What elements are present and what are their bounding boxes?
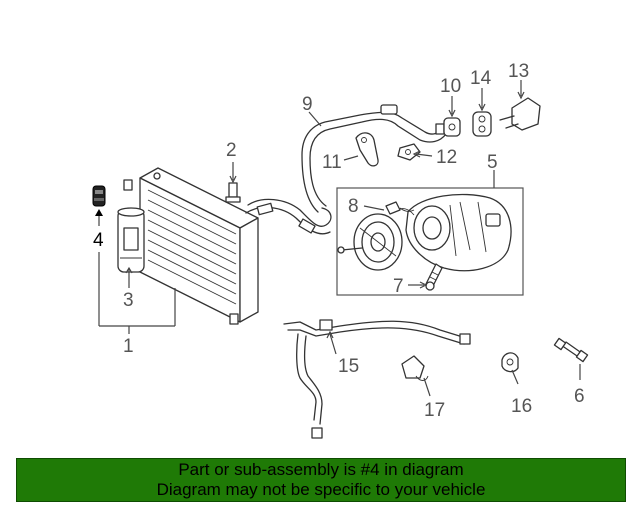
switch-part-17[interactable] [401, 355, 429, 381]
callout-7: 7 [393, 276, 404, 297]
compressor-assembly-box[interactable] [336, 187, 524, 296]
callout-5: 5 [487, 152, 498, 173]
bolt-part-2[interactable] [225, 182, 241, 203]
bolt-part-6[interactable] [553, 337, 589, 363]
callout-3: 3 [123, 290, 134, 311]
callout-10: 10 [440, 76, 461, 97]
callout-12: 12 [436, 147, 457, 168]
receiver-dryer-part[interactable] [117, 207, 145, 273]
diagram-notice-banner: Part or sub-assembly is #4 in diagram Di… [16, 458, 626, 502]
callout-9: 9 [302, 94, 313, 115]
callout-13: 13 [508, 61, 529, 82]
dryer-cap-part-highlighted[interactable] [92, 185, 106, 207]
clip-part-16[interactable] [501, 352, 519, 373]
callout-14: 14 [470, 68, 492, 89]
valve-fitting-part-13[interactable] [499, 97, 541, 131]
condenser-part[interactable] [123, 167, 259, 325]
banner-line-disclaimer: Diagram may not be specific to your vehi… [156, 480, 486, 499]
compressor-part[interactable] [337, 193, 512, 272]
callout-16: 16 [511, 396, 532, 417]
relief-valve-part[interactable] [425, 263, 443, 291]
callout-11: 11 [322, 152, 342, 173]
callout-1: 1 [123, 336, 134, 357]
callout-17: 17 [424, 400, 445, 421]
bracket-part-11[interactable] [355, 132, 379, 167]
callout-6: 6 [574, 386, 585, 407]
callout-4-highlighted: 4 [93, 230, 104, 251]
discharge-hose-part[interactable] [283, 319, 471, 439]
callout-2: 2 [226, 140, 237, 161]
sensor-part-8[interactable] [385, 201, 415, 215]
banner-line-part-number: Part or sub-assembly is #4 in diagram [178, 460, 464, 479]
clamp-part-12[interactable] [397, 143, 421, 161]
suction-hose-part[interactable] [301, 104, 447, 213]
leader-lines [95, 80, 581, 397]
parts-diagram: 1 2 3 4 5 6 7 8 9 10 11 12 13 14 15 16 1… [92, 61, 589, 439]
callout-8: 8 [348, 196, 359, 217]
callout-15: 15 [338, 356, 359, 377]
fitting-part-10[interactable] [443, 117, 461, 137]
seal-plate-part-14[interactable] [472, 111, 492, 137]
